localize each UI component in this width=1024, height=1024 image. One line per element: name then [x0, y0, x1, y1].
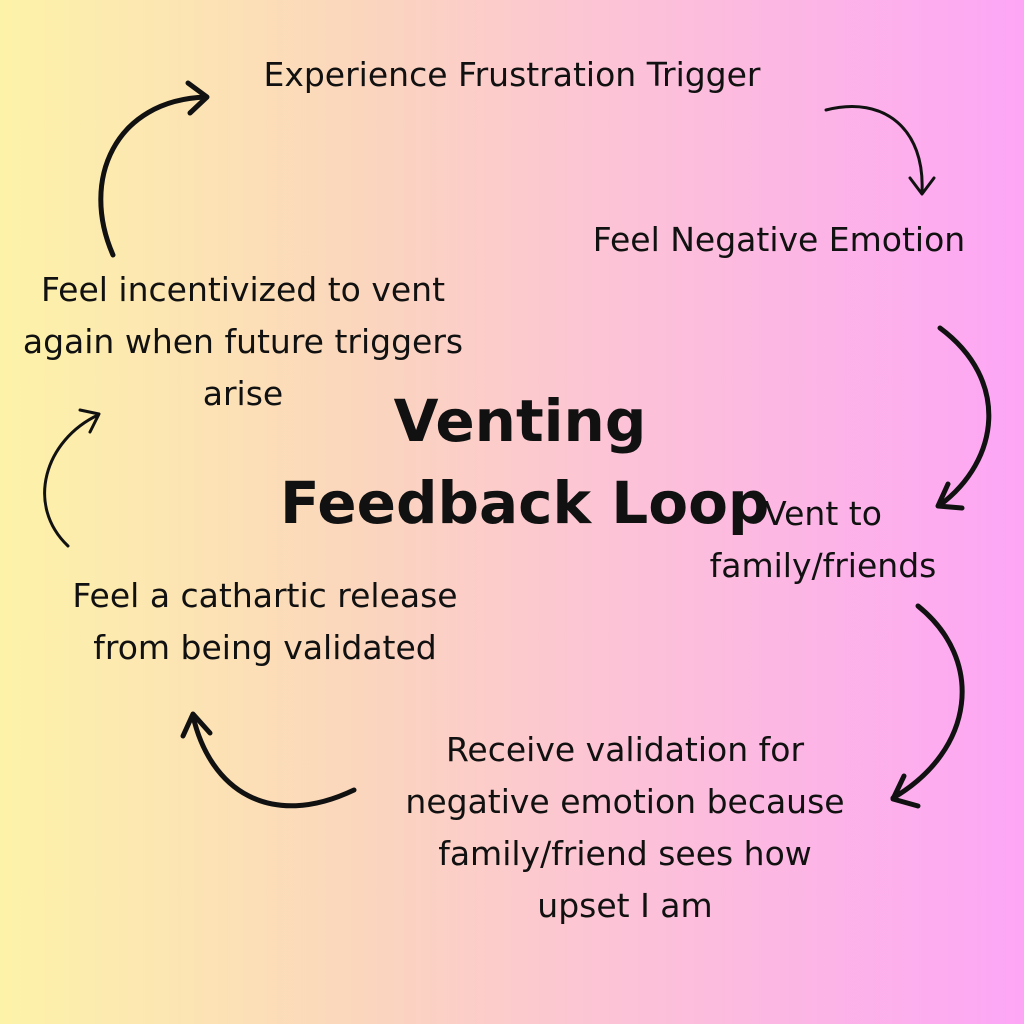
- title-line-1: Venting: [393, 387, 647, 455]
- step-receive-validation: Receive validation for negative emotion …: [360, 724, 890, 932]
- arrow-emotion-to-vent: [935, 325, 992, 511]
- step-feel-negative-emotion: Feel Negative Emotion: [556, 214, 1002, 266]
- title-line-2: Feedback Loop: [280, 469, 770, 537]
- step-feel-cathartic-release: Feel a cathartic release from being vali…: [30, 570, 500, 674]
- arrow-vent-to-validation: [890, 603, 965, 809]
- step-vent-to-family-friends: Vent to family/friends: [688, 488, 958, 592]
- step-4-line-1: Receive validation for: [445, 730, 805, 769]
- arrow-incentivized-to-trigger: [98, 80, 210, 258]
- step-4-line-2: negative emotion because: [405, 782, 845, 821]
- step-6-line-3: arise: [202, 374, 284, 413]
- step-3-line-2: family/friends: [709, 546, 937, 585]
- step-4-line-4: upset I am: [537, 886, 713, 925]
- step-experience-frustration-trigger: Experience Frustration Trigger: [212, 49, 812, 101]
- arrow-validation-to-release: [180, 711, 357, 809]
- step-6-line-1: Feel incentivized to vent: [40, 270, 446, 309]
- arrow-release-to-incentivized: [43, 408, 101, 548]
- step-5-line-2: from being validated: [93, 628, 437, 667]
- step-1-line-1: Experience Frustration Trigger: [263, 55, 761, 94]
- step-6-line-2: again when future triggers: [22, 322, 464, 361]
- arrow-trigger-to-emotion: [824, 105, 936, 196]
- step-2-line-1: Feel Negative Emotion: [592, 220, 966, 259]
- step-5-line-1: Feel a cathartic release: [72, 576, 458, 615]
- step-feel-incentivized: Feel incentivized to vent again when fut…: [0, 264, 486, 420]
- step-4-line-3: family/friend sees how: [438, 834, 812, 873]
- step-3-line-1: Vent to: [764, 494, 882, 533]
- diagram-title: Venting Feedback Loop: [280, 380, 770, 544]
